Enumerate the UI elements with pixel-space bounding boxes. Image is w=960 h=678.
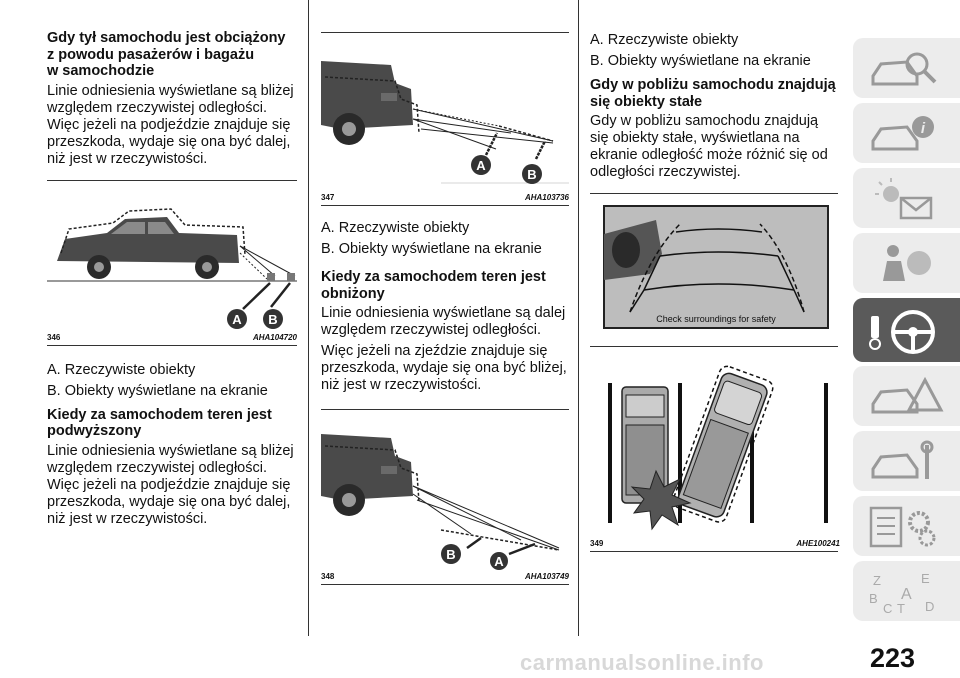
label-b: B [527, 167, 536, 182]
watermark: carmanualsonline.info [520, 650, 764, 675]
tab-car-key-search[interactable] [853, 38, 960, 98]
rear-camera-screen: Check surroundings for safety [603, 205, 829, 329]
figure-347: A B [321, 33, 569, 191]
heading-raised-ground: Kiedy za samochodem teren jest podwyższo… [47, 406, 272, 440]
divider [321, 205, 569, 206]
car-warning-icon [871, 376, 944, 414]
figure-348: B A [321, 410, 569, 570]
figure-caption: 349 AHE100241 [590, 537, 840, 551]
divider [47, 344, 297, 346]
column-3: A. Rzeczywiste obiekty B. Obiekty wyświe… [590, 0, 840, 552]
figure-349-parking [590, 347, 840, 537]
pickup-loaded-illustration: A B [47, 207, 297, 329]
divider [321, 584, 569, 585]
figure-caption: 348 AHA103749 [321, 570, 569, 584]
figure-number: 347 [321, 193, 335, 202]
car-search-icon [871, 52, 937, 86]
label-b: B [268, 312, 277, 327]
heading-lowered-ground: Kiedy za samochodem teren jest obniżony [321, 269, 546, 302]
tab-lights-message[interactable] [853, 168, 960, 228]
legend-item-b: B. Obiekty wyświetlane na ekranie [590, 53, 811, 69]
figure-code: AHA103749 [524, 572, 569, 581]
figure-346: A B [47, 181, 297, 331]
settings-list-icon [869, 506, 936, 548]
label-a-circle [227, 308, 247, 329]
svg-text:i: i [921, 120, 926, 137]
tab-index[interactable]: Z E B A C T D [853, 561, 960, 621]
tab-car-info[interactable]: i [853, 103, 960, 163]
figure-code: AHA103736 [524, 193, 569, 202]
tab-steering-wheel[interactable] [853, 298, 960, 362]
figure-number: 346 [47, 332, 61, 342]
heading-fixed-objects: Gdy w pobliżu samochodu znajdują się obi… [590, 77, 836, 110]
tab-airbag[interactable] [853, 233, 960, 293]
tab-warning-triangle[interactable] [853, 366, 960, 426]
lights-envelope-icon [875, 178, 933, 220]
page-number: 223 [870, 643, 916, 673]
paragraph-raised-ground: Linie odniesienia wyświetlane są bliżej … [47, 442, 294, 527]
divider [590, 193, 838, 194]
heading-loaded-rear: Gdy tył samochodu jest obciążony z powod… [47, 30, 286, 79]
paragraph-fixed-objects: Gdy w pobliżu samochodu znajdują się obi… [590, 113, 828, 180]
legend-item-a: A. Rzeczywiste obiekty [321, 220, 470, 236]
label-b-circle [263, 308, 283, 329]
column-1: Gdy tył samochodu jest obciążony z powod… [47, 0, 297, 528]
figure-349-camera-screen: Check surroundings for safety [590, 194, 840, 346]
legend-item-a: A. Rzeczywiste obiekty [590, 32, 739, 48]
figure-code: AHA104720 [252, 332, 297, 342]
legend-item-b: B. Obiekty wyświetlane na ekranie [321, 241, 542, 257]
index-letter: D [925, 599, 934, 614]
car-info-icon: i [871, 116, 934, 151]
index-letter: C [883, 601, 892, 615]
figure-number: 348 [321, 572, 335, 581]
parking-collision-illustration [608, 365, 828, 531]
paragraph-loaded-rear: Linie odniesienia wyświetlane są bliżej … [47, 82, 294, 167]
index-letter: E [921, 571, 930, 586]
column-separator [308, 0, 309, 636]
car-wrench-icon [871, 440, 934, 479]
collision-icon [630, 469, 692, 531]
index-letter: B [869, 591, 878, 606]
label-a: A [232, 312, 242, 327]
legend-item-a: A. Rzeczywiste obiekty [47, 361, 196, 378]
column-2: A B 347 AHA103736 A. Rzeczywiste obiekty… [321, 0, 569, 585]
divider [321, 32, 569, 33]
figure-caption: 347 AHA103736 [321, 191, 569, 205]
index-letter: A [901, 586, 912, 603]
screen-warning-text: Check surroundings for safety [656, 314, 776, 324]
divider [47, 179, 297, 181]
divider [590, 346, 838, 347]
index-letter: Z [873, 573, 881, 588]
raised-ground-illustration: B A [321, 434, 560, 570]
figure-code: AHE100241 [796, 539, 840, 548]
divider [321, 409, 569, 410]
tab-car-service[interactable] [853, 431, 960, 491]
lowered-ground-illustration: A B [321, 61, 569, 184]
paragraph-lowered-1: Linie odniesienia wyświetlane są dalej w… [321, 305, 566, 338]
divider [590, 551, 838, 552]
column-separator [578, 0, 579, 636]
airbag-icon [883, 245, 931, 281]
index-letters-icon: Z E B A C T D [869, 571, 934, 615]
label-a: A [476, 158, 486, 173]
index-letter: T [897, 601, 905, 615]
label-b: B [446, 547, 455, 562]
figure-number: 349 [590, 539, 604, 548]
paragraph-lowered-2: Więc jeżeli na zjeździe znajduje się prz… [321, 343, 567, 393]
label-a: A [494, 554, 504, 569]
legend-item-b: B. Obiekty wyświetlane na ekranie [47, 382, 268, 399]
steering-wheel-key-icon [869, 310, 935, 354]
figure-caption: 346 AHA104720 [47, 331, 297, 345]
tab-settings-list[interactable] [853, 496, 960, 556]
